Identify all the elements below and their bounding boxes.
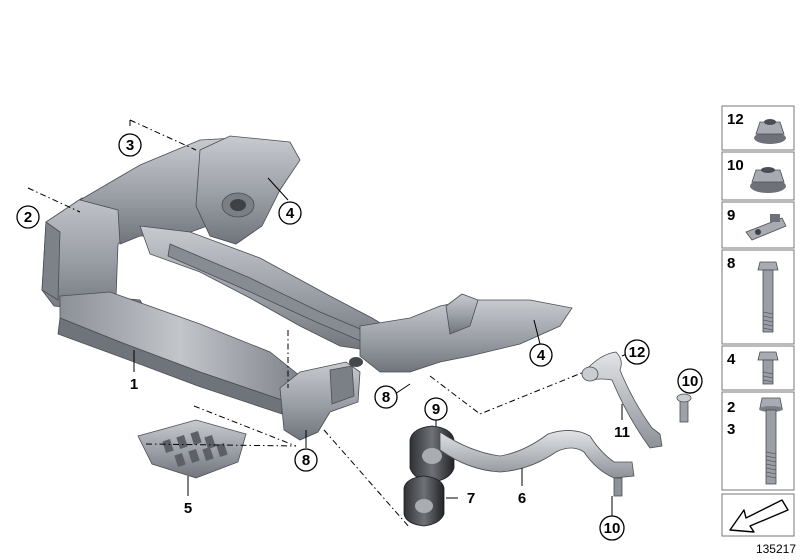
svg-text:8: 8 (302, 452, 310, 469)
hex-bolt-icon (759, 397, 783, 485)
callout-8-lower[interactable]: 8 (294, 448, 318, 472)
short-bolt-icon (757, 351, 779, 385)
callout-10-lower[interactable]: 10 (599, 515, 625, 541)
wishbone-control-arm (439, 430, 635, 497)
panel-cell-4[interactable]: 4 (721, 345, 795, 391)
svg-text:4: 4 (537, 347, 546, 364)
svg-text:12: 12 (629, 344, 646, 361)
panel-cell-arrow[interactable] (721, 493, 795, 537)
label-5: 5 (184, 500, 192, 517)
panel-cell-9[interactable]: 9 (721, 201, 795, 249)
svg-text:4: 4 (727, 351, 736, 368)
svg-text:8: 8 (727, 255, 735, 272)
svg-text:2: 2 (727, 399, 735, 416)
svg-text:8: 8 (382, 389, 390, 406)
svg-text:2: 2 (24, 209, 32, 226)
panel-cell-2-3[interactable]: 2 3 (721, 391, 795, 491)
svg-text:10: 10 (727, 157, 744, 174)
callout-4-lower[interactable]: 4 (529, 343, 553, 367)
underbody-skid-plate (137, 419, 247, 479)
tension-strut (581, 351, 692, 449)
callout-2[interactable]: 2 (16, 205, 40, 229)
svg-text:4: 4 (286, 205, 295, 222)
document-number: 135217 (756, 542, 796, 556)
callout-3[interactable]: 3 (118, 133, 142, 157)
callout-8-middle[interactable]: 8 (374, 385, 398, 409)
front-axle-subframe (41, 135, 573, 441)
label-7: 7 (467, 490, 475, 507)
svg-text:10: 10 (604, 520, 621, 537)
callout-10-upper[interactable]: 10 (677, 368, 703, 394)
svg-text:3: 3 (126, 137, 134, 154)
label-11: 11 (614, 424, 630, 441)
svg-text:9: 9 (727, 207, 735, 224)
clip-nut-icon (745, 214, 787, 241)
panel-cell-8[interactable]: 8 (721, 249, 795, 345)
panel-cell-12[interactable]: 12 (721, 105, 795, 151)
svg-text:3: 3 (727, 421, 735, 438)
collar-nut-icon (750, 167, 786, 193)
callout-12[interactable]: 12 (624, 339, 650, 365)
callout-9[interactable]: 9 (424, 397, 448, 421)
callout-4-upper[interactable]: 4 (278, 201, 302, 225)
long-bolt-icon (757, 261, 779, 333)
fastener-panel: 12 10 9 (721, 105, 795, 537)
arrow-icon (729, 499, 789, 533)
leader-lines (27, 119, 691, 529)
label-1: 1 (130, 376, 138, 393)
label-6: 6 (518, 490, 526, 507)
svg-text:10: 10 (682, 373, 699, 390)
rubber-bushing-lower (403, 475, 445, 527)
svg-text:12: 12 (727, 111, 744, 128)
svg-text:9: 9 (432, 401, 440, 418)
flange-nut-icon (754, 119, 786, 144)
panel-cell-10[interactable]: 10 (721, 151, 795, 201)
